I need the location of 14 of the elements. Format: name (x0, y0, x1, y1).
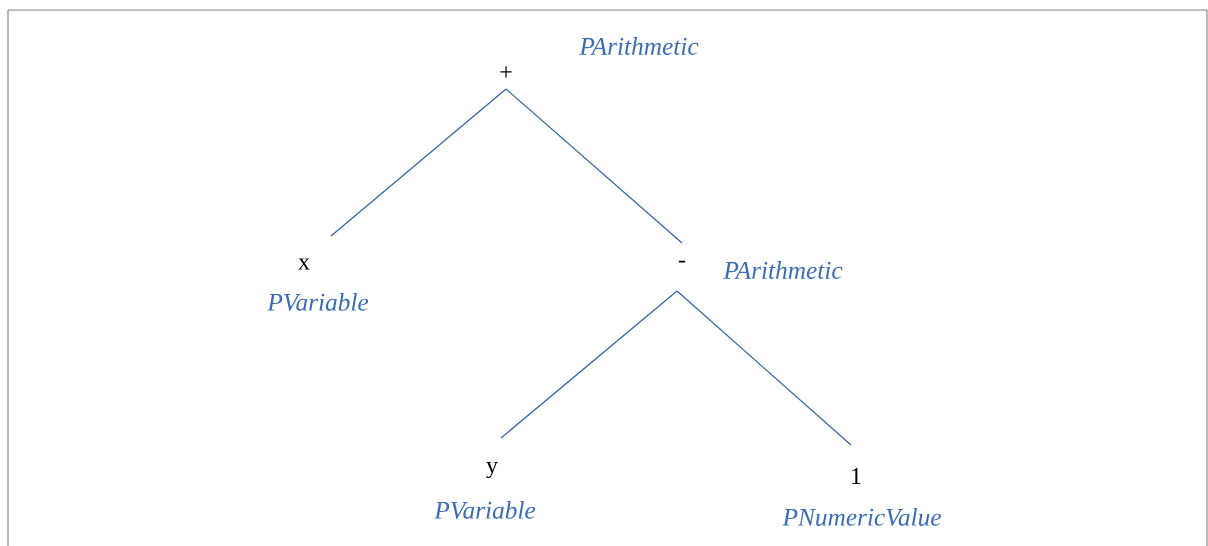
type-label: PNumericValue (782, 508, 941, 526)
tree-edge (330, 88, 507, 237)
tree-node-label: + (500, 66, 512, 78)
tree-node-label: y (486, 461, 498, 479)
tree-node-label: - (678, 260, 686, 263)
tree-node-label: x (298, 258, 310, 270)
tree-edge (500, 290, 678, 439)
type-label: PArithmetic (723, 261, 843, 279)
type-label: PVariable (267, 293, 369, 311)
tree-node-label: 1 (852, 468, 861, 484)
tree-edge (676, 290, 852, 446)
type-label: PArithmetic (579, 37, 699, 55)
type-label: PVariable (434, 501, 536, 519)
tree-edge (505, 88, 683, 244)
